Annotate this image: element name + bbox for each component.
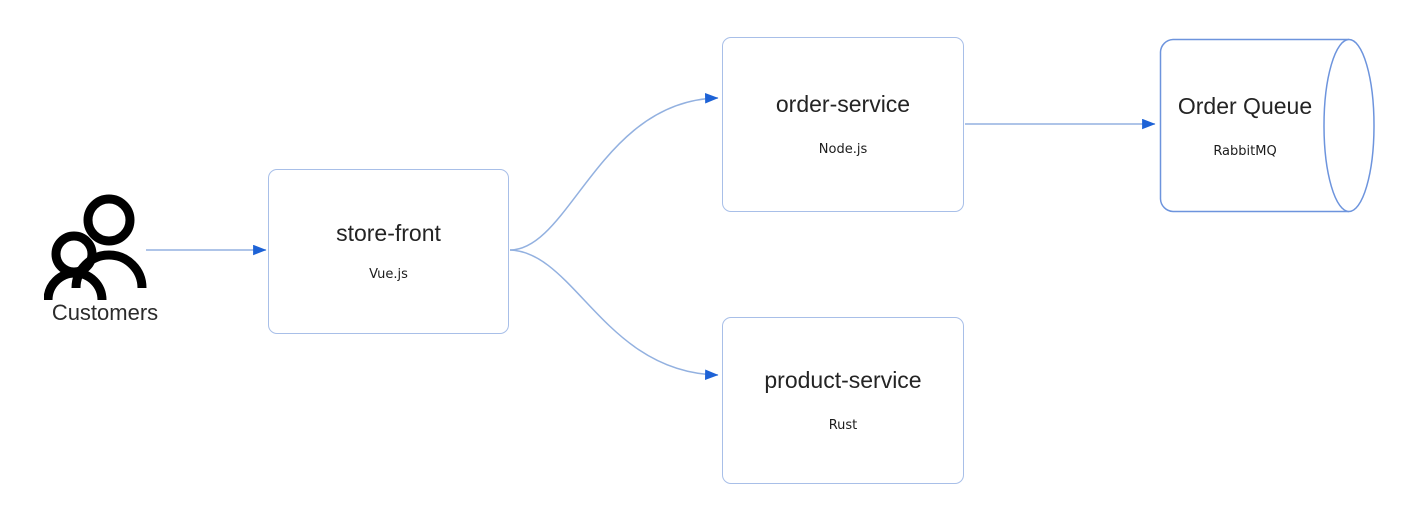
node-order-service-subtitle: Node.js (818, 142, 868, 157)
two-people-icon (44, 194, 147, 300)
edge-store-front-to-product-service (509, 249, 719, 381)
node-order-service[interactable]: order-service Node.js (722, 37, 964, 212)
actor-customers[interactable]: Customers (44, 192, 166, 337)
node-order-service-title: order-service (775, 90, 911, 117)
actor-customers-label: Customers (51, 300, 159, 325)
node-product-service-title: product-service (764, 366, 922, 393)
edge-store-front-to-order-service (509, 92, 719, 251)
node-product-service-subtitle: Rust (828, 418, 858, 433)
node-order-queue-title: Order Queue (1177, 92, 1313, 119)
node-order-queue-subtitle: RabbitMQ (1213, 143, 1277, 159)
node-order-queue[interactable]: Order Queue RabbitMQ (1159, 38, 1376, 213)
node-product-service[interactable]: product-service Rust (722, 317, 964, 484)
node-store-front[interactable]: store-front Vue.js (268, 169, 509, 334)
node-order-queue-text: Order Queue RabbitMQ (1159, 38, 1331, 213)
cylinder-shape (1159, 38, 1375, 213)
node-store-front-title: store-front (336, 219, 441, 246)
node-store-front-subtitle: Vue.js (369, 267, 408, 282)
